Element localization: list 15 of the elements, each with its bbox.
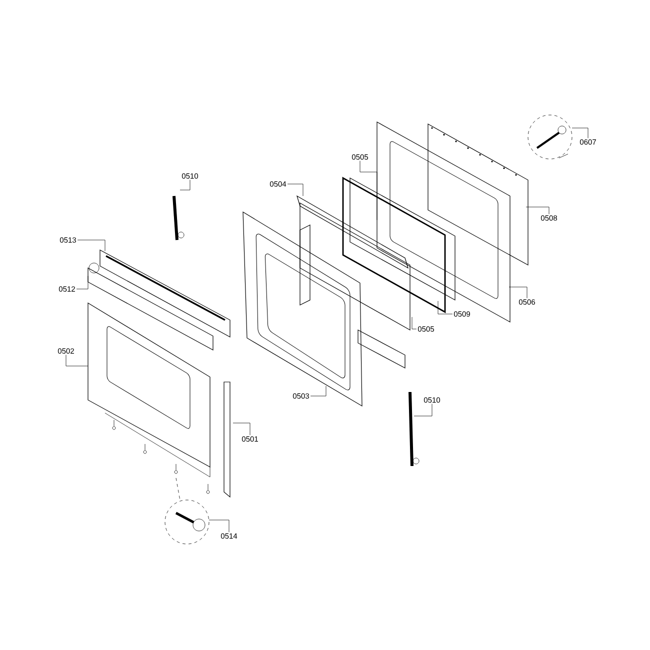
leader-line	[208, 520, 230, 532]
leader-line	[77, 240, 106, 252]
leader-line	[287, 184, 304, 196]
leader-line	[414, 404, 432, 416]
leader-line	[572, 128, 588, 138]
leader-line	[180, 180, 190, 190]
leader-line	[508, 286, 528, 298]
leader-line	[76, 276, 88, 290]
leader-line	[360, 160, 378, 220]
leader-line	[66, 354, 88, 366]
leader-line	[232, 422, 250, 436]
leader-line	[310, 386, 326, 396]
leader-line	[412, 316, 417, 330]
leader-line	[438, 300, 453, 314]
leader-line	[526, 206, 550, 214]
